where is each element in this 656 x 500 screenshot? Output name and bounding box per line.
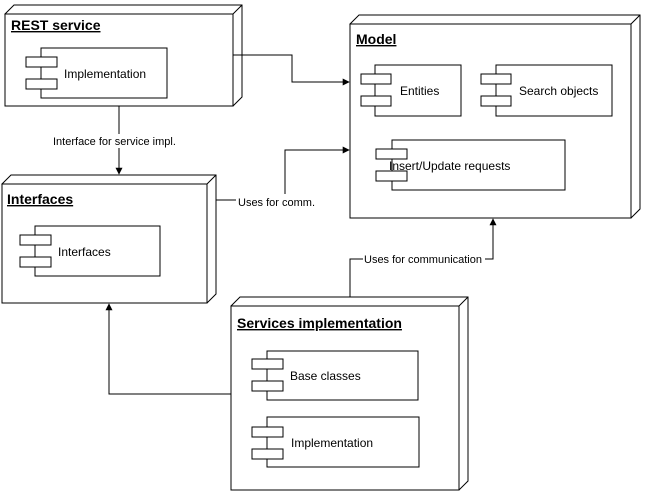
- rest-to-model-edge[interactable]: [233, 54, 350, 86]
- services-implementation-component-label: Implementation: [291, 436, 373, 450]
- interfaces-to-model-edge[interactable]: [216, 146, 350, 201]
- uses-for-communication-label: Uses for communication: [364, 254, 482, 266]
- model-title: Model: [356, 31, 396, 47]
- rest-implementation-component[interactable]: Implementation: [25, 47, 168, 99]
- interface-for-impl-label-bg: [51, 134, 181, 148]
- insert-update-requests-component[interactable]: Insert/Update requests: [375, 139, 566, 191]
- interfaces-node[interactable]: Interfaces Interfaces: [1, 174, 217, 304]
- entities-label: Entities: [400, 84, 439, 98]
- base-classes-label: Base classes: [290, 369, 361, 383]
- uses-for-comm-label-bg: [236, 194, 324, 209]
- search-objects-component[interactable]: Search objects: [480, 64, 613, 117]
- interfaces-component[interactable]: Interfaces: [19, 225, 161, 277]
- uses-for-comm-label: Uses for comm.: [238, 197, 315, 209]
- rest-service-title: REST service: [11, 17, 101, 33]
- interface-for-impl-label: Interface for service impl.: [53, 136, 176, 148]
- base-classes-component[interactable]: Base classes: [251, 350, 419, 401]
- uses-for-communication-label-bg: [363, 252, 485, 266]
- services-to-interfaces-edge[interactable]: [105, 303, 231, 395]
- entities-component[interactable]: Entities: [360, 64, 462, 117]
- insert-update-requests-label: Insert/Update requests: [389, 159, 510, 173]
- model-node[interactable]: Model Entities Search objects Insert/Upd…: [349, 14, 641, 219]
- interfaces-component-label: Interfaces: [58, 245, 111, 259]
- interfaces-title: Interfaces: [7, 191, 73, 207]
- rest-implementation-label: Implementation: [64, 67, 146, 81]
- services-implementation-title: Services implementation: [237, 315, 402, 331]
- search-objects-label: Search objects: [519, 84, 598, 98]
- services-implementation-component[interactable]: Implementation: [251, 416, 420, 468]
- rest-service-node[interactable]: REST service Implementation: [4, 4, 243, 107]
- services-implementation-node[interactable]: Services implementation Base classes Imp…: [230, 296, 469, 491]
